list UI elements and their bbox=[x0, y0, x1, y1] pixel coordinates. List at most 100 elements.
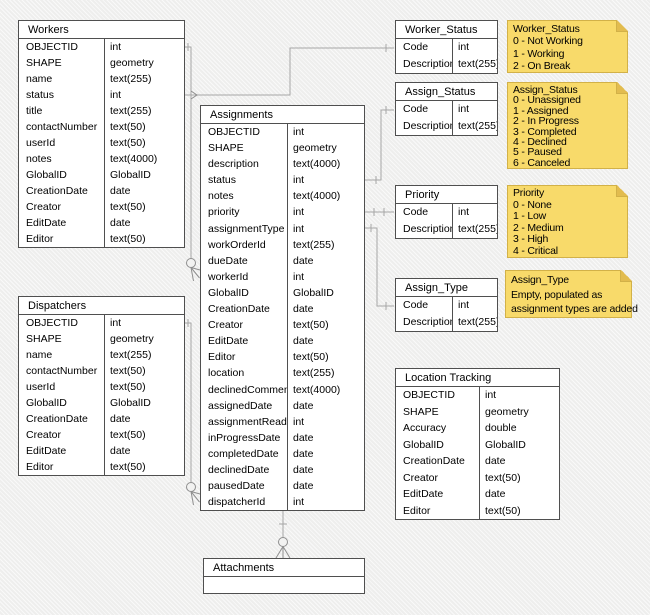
field-name: notes bbox=[208, 190, 234, 203]
note-line: 0 - Not Working bbox=[513, 35, 583, 48]
field-type: text(50) bbox=[287, 349, 364, 366]
field-name: Creator bbox=[403, 471, 439, 484]
field-name: Editor bbox=[26, 233, 54, 245]
note-line: 1 - Low bbox=[513, 210, 547, 222]
note-line: Priority bbox=[513, 187, 545, 199]
field-name: Description bbox=[403, 316, 452, 328]
field-name: dispatcherId bbox=[208, 496, 266, 509]
field-type: geometry bbox=[287, 140, 364, 157]
field-type: date bbox=[104, 443, 184, 459]
field-type: int bbox=[287, 494, 364, 511]
field-type: geometry bbox=[104, 55, 184, 71]
note-line: 4 - Critical bbox=[513, 244, 558, 257]
note-line: 4 - Declined bbox=[513, 135, 567, 148]
field-type: text(255) bbox=[452, 314, 497, 331]
note-line: Assign_Status bbox=[513, 84, 578, 96]
field-type: text(50) bbox=[287, 317, 364, 334]
field-type: date bbox=[287, 301, 364, 318]
table-row: dispatcherId int bbox=[201, 494, 364, 511]
field-type: GlobalID bbox=[104, 167, 184, 183]
field-type: text(255) bbox=[452, 56, 497, 73]
field-type: int bbox=[452, 204, 497, 221]
field-name: Description bbox=[403, 223, 452, 235]
field-type: text(255) bbox=[104, 71, 184, 87]
field-type: text(255) bbox=[104, 103, 184, 119]
field-name: EditDate bbox=[26, 217, 67, 229]
note-line: 2 - On Break bbox=[513, 59, 571, 72]
zero-circle-icon bbox=[278, 537, 288, 547]
table-title: Attachments bbox=[204, 559, 364, 577]
field-type: text(4000) bbox=[287, 381, 364, 398]
field-type: int bbox=[104, 315, 184, 331]
field-type: int bbox=[452, 101, 497, 118]
connector-workers-assignments bbox=[185, 46, 192, 259]
field-type: date bbox=[287, 478, 364, 495]
note-line: Assign_Type bbox=[511, 274, 569, 286]
field-name: CreationDate bbox=[403, 455, 465, 467]
field-type: int bbox=[452, 297, 497, 314]
field-name: name bbox=[26, 349, 53, 361]
field-name: EditDate bbox=[208, 335, 249, 348]
field-type: date bbox=[287, 461, 364, 479]
field-name: inProgressDate bbox=[208, 431, 281, 444]
field-name: contactNumber bbox=[26, 365, 98, 377]
field-type: int bbox=[104, 39, 184, 55]
crows-foot-icon bbox=[190, 491, 201, 506]
field-type: text(255) bbox=[452, 118, 497, 135]
field-name: userId bbox=[26, 137, 56, 149]
field-type: text(4000) bbox=[287, 156, 364, 173]
field-type: int bbox=[287, 268, 364, 285]
field-name: GlobalID bbox=[208, 286, 249, 299]
field-type: date bbox=[287, 445, 364, 462]
field-name: name bbox=[26, 73, 53, 85]
field-type: int bbox=[287, 204, 364, 221]
table-title: Workers bbox=[19, 21, 184, 39]
field-type: GlobalID bbox=[479, 436, 559, 453]
field-name: EditDate bbox=[403, 488, 444, 500]
entity-table-attachments[interactable]: Attachments bbox=[203, 558, 365, 594]
crows-foot-icon bbox=[190, 267, 201, 282]
field-name: dueDate bbox=[208, 254, 248, 267]
field-type: int bbox=[479, 387, 559, 404]
